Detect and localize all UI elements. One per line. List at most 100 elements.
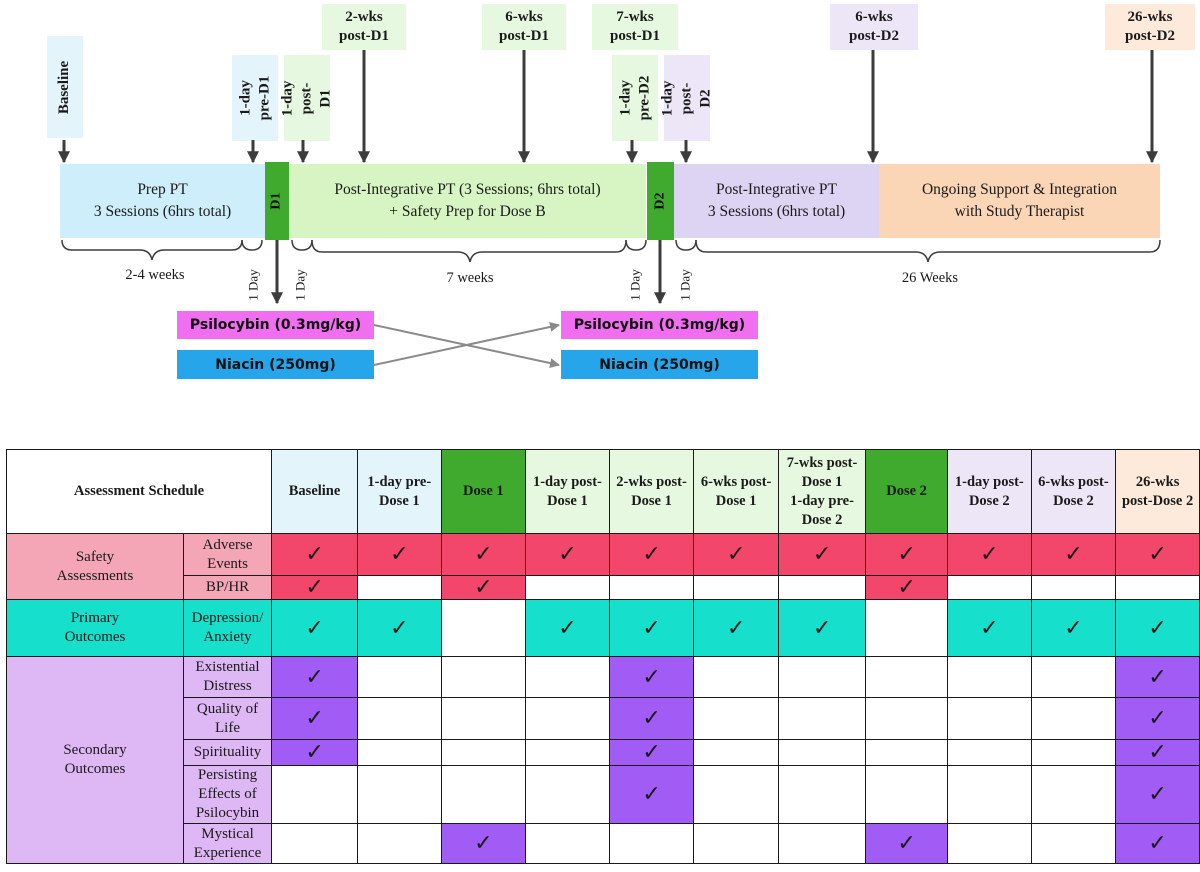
check-icon: ✓ — [726, 542, 746, 567]
check-cell: ✓ — [271, 599, 358, 657]
check-icon: ✓ — [642, 706, 661, 731]
check-cell: ✓ — [271, 575, 358, 600]
brace-post-d2 — [675, 239, 697, 251]
empty-cell — [946, 575, 1032, 600]
empty-cell — [946, 697, 1032, 740]
check-cell: ✓ — [865, 575, 948, 600]
phase-prep-pt: Prep PT 3 Sessions (6hrs total) — [60, 164, 265, 238]
check-cell: ✓ — [1030, 533, 1117, 576]
empty-cell — [777, 575, 867, 600]
check-cell: ✓ — [440, 533, 527, 576]
check-icon: ✓ — [980, 542, 999, 567]
marker-6wks-post-d2: 6-wks post-D2 — [830, 4, 918, 50]
empty-cell — [777, 739, 867, 766]
check-cell: ✓ — [946, 533, 1032, 576]
check-icon: ✓ — [1148, 831, 1167, 856]
empty-cell — [1030, 739, 1117, 766]
empty-cell — [440, 697, 527, 740]
check-icon: ✓ — [558, 542, 577, 567]
table-header-row: Assessment Schedule Baseline 1-day pre- … — [5, 449, 1200, 534]
check-cell: ✓ — [608, 765, 695, 824]
brace-pre-d1 — [241, 239, 263, 251]
check-icon: ✓ — [390, 542, 409, 567]
niacin-box-dose1: Niacin (250mg) — [177, 350, 374, 379]
check-cell: ✓ — [777, 599, 867, 657]
niacin-box-dose2: Niacin (250mg) — [561, 350, 758, 379]
row-label: BP/HR — [182, 575, 273, 600]
empty-cell — [525, 739, 610, 766]
empty-cell — [1030, 697, 1117, 740]
check-icon: ✓ — [305, 664, 324, 690]
empty-cell — [693, 823, 779, 864]
check-cell: ✓ — [608, 739, 695, 766]
dose-d1: D1 — [265, 162, 289, 240]
cross-line-niacin-to-psilocybin — [373, 322, 560, 366]
empty-cell — [525, 697, 610, 740]
empty-cell — [865, 765, 948, 824]
table-row: Mystical Experience✓✓✓ — [7, 823, 1200, 864]
col-header: Dose 1 — [440, 449, 527, 534]
marker-26wks-post-d2: 26-wks post-D2 — [1105, 4, 1195, 50]
check-icon: ✓ — [305, 542, 324, 567]
empty-cell — [946, 656, 1032, 698]
table-row: Persisting Effects of Psilocybin✓✓ — [7, 765, 1200, 824]
table-title: Assessment Schedule — [5, 449, 273, 534]
duration-prep: 2-4 weeks — [125, 267, 185, 283]
check-cell: ✓ — [608, 599, 695, 657]
assessment-schedule-table: Assessment Schedule Baseline 1-day pre- … — [5, 449, 1200, 864]
brace-post-d1 — [291, 239, 313, 251]
check-cell: ✓ — [693, 533, 779, 576]
check-icon: ✓ — [1148, 542, 1167, 567]
dose-d2: D2 — [647, 162, 674, 240]
empty-cell — [525, 575, 610, 600]
empty-cell — [357, 823, 442, 864]
check-icon: ✓ — [1064, 615, 1083, 641]
check-cell: ✓ — [271, 739, 358, 766]
empty-cell — [777, 656, 867, 698]
table-row: BP/HR ✓ ✓ ✓ — [7, 575, 1200, 600]
empty-cell — [865, 599, 948, 657]
marker-post-d1: 1-day post-D1 — [280, 55, 334, 141]
col-header: 1-day post- Dose 2 — [946, 449, 1032, 534]
row-label: Persisting Effects of Psilocybin — [182, 765, 273, 824]
empty-cell — [946, 765, 1032, 824]
marker-pre-d1: 1-day pre-D1 — [232, 55, 278, 141]
check-cell: ✓ — [271, 656, 358, 698]
row-label: Mystical Experience — [182, 823, 273, 864]
empty-cell — [357, 575, 442, 600]
col-header: 6-wks post- Dose 2 — [1030, 449, 1117, 534]
check-cell: ✓ — [1115, 697, 1200, 740]
check-icon: ✓ — [305, 575, 324, 600]
check-cell: ✓ — [440, 575, 527, 600]
brace-prep — [61, 239, 243, 261]
empty-cell — [525, 765, 610, 824]
empty-cell — [440, 656, 527, 698]
duration-between-doses: 7 weeks — [446, 270, 494, 286]
check-cell: ✓ — [1115, 533, 1200, 576]
empty-cell — [525, 656, 610, 698]
row-label: Spirituality — [182, 739, 273, 766]
check-cell: ✓ — [608, 533, 695, 576]
empty-cell — [946, 739, 1032, 766]
check-icon: ✓ — [812, 542, 832, 567]
empty-cell — [608, 575, 695, 600]
table-row: Spirituality✓✓✓ — [7, 739, 1200, 766]
check-icon: ✓ — [305, 706, 324, 731]
col-header: 1-day post- Dose 1 — [525, 449, 610, 534]
empty-cell — [777, 823, 867, 864]
empty-cell — [525, 823, 610, 864]
col-header: 6-wks post- Dose 1 — [693, 449, 779, 534]
psilocybin-box-dose1: Psilocybin (0.3mg/kg) — [177, 311, 374, 339]
check-cell: ✓ — [525, 533, 610, 576]
group-primary-outcomes: Primary Outcomes — [6, 599, 184, 657]
empty-cell — [440, 739, 527, 766]
empty-cell — [693, 739, 779, 766]
check-cell: ✓ — [440, 823, 527, 864]
phase-ongoing-support: Ongoing Support & Integration with Study… — [879, 164, 1160, 238]
row-label: Existential Distress — [182, 656, 273, 698]
check-cell: ✓ — [608, 697, 695, 740]
empty-cell — [608, 823, 695, 864]
